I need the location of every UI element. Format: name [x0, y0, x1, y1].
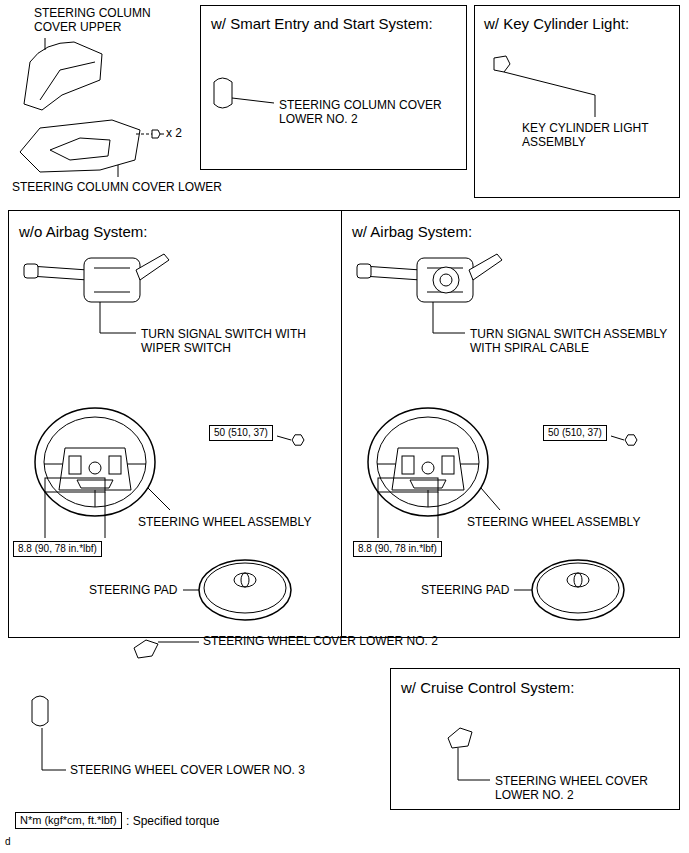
column-cover-lower	[20, 120, 140, 172]
turn-signal-switch	[357, 254, 502, 302]
torque-value: 8.8 (90, 78 in.*lbf)	[18, 543, 97, 555]
leader-line	[100, 302, 136, 333]
legend-torque-box: N*m (kgf*cm, ft.*lbf)	[15, 812, 122, 829]
spiral-cable	[440, 274, 452, 286]
screw	[152, 130, 160, 138]
torque-bracket	[438, 492, 439, 538]
condition-heading: w/ Smart Entry and Start System:	[211, 15, 433, 33]
leader-line	[481, 488, 500, 510]
part-name: STEERING COLUMN COVER UPPER	[34, 6, 174, 35]
leader-line	[504, 72, 595, 117]
screw-axis	[136, 134, 152, 135]
torque-box: 8.8 (90, 78 in.*lbf)	[13, 541, 102, 557]
part-name: STEERING COLUMN COVER LOWER	[12, 180, 222, 194]
condition-heading: w/ Airbag System:	[352, 223, 472, 241]
leader-line	[158, 642, 199, 643]
condition-panel: w/ Cruise Control System: STEERING WHEEL …	[390, 668, 680, 810]
torque-bracket	[45, 492, 46, 538]
condition-panel: w/ Smart Entry and Start System: STEERING…	[200, 5, 467, 170]
leader-line	[514, 590, 532, 591]
condition-heading: w/o Airbag System:	[19, 223, 147, 241]
steering-pad	[199, 560, 291, 620]
part-name: STEERING COLUMN COVER LOWER NO. 2	[279, 98, 461, 127]
part-name: STEERING PAD	[89, 583, 177, 597]
leader-line	[277, 436, 291, 440]
wheel-cover-lower-no2	[448, 728, 472, 748]
part-name: STEERING WHEEL ASSEMBLY	[138, 515, 311, 529]
screw-shank	[160, 134, 164, 135]
leader-line	[148, 488, 170, 510]
leader-line	[183, 590, 199, 591]
torque-value: 50 (510, 37)	[214, 427, 268, 439]
leader-line	[45, 38, 46, 50]
torque-bracket	[378, 492, 379, 538]
torque-bracket	[45, 478, 105, 492]
condition-heading: w/ Cruise Control System:	[401, 679, 574, 697]
cover-detail	[50, 138, 110, 160]
part-name: TURN SIGNAL SWITCH ASSEMBLY WITH SPIRAL …	[470, 327, 675, 356]
leader-line	[433, 302, 465, 333]
figure-code: d	[5, 836, 11, 848]
column-cover-upper	[24, 42, 102, 110]
key-cylinder-light	[494, 56, 510, 72]
torque-value: 8.8 (90, 78 in.*lbf)	[358, 543, 437, 555]
leader-line	[118, 165, 119, 177]
nut	[292, 435, 304, 445]
leader-line	[42, 728, 66, 770]
cover-detail	[40, 62, 95, 100]
torque-box: 8.8 (90, 78 in.*lbf)	[353, 541, 442, 557]
spiral-cable	[433, 267, 459, 293]
torque-unit: N*m (kgf*cm, ft.*lbf)	[20, 814, 117, 827]
condition-panel: w/ Airbag System: TURN SIGNAL SWITCH ASSE…	[341, 210, 680, 638]
part-name: TURN SIGNAL SWITCH WITH WIPER SWITCH	[141, 327, 336, 356]
leader-line	[611, 436, 624, 440]
torque-box: 50 (510, 37)	[543, 425, 607, 441]
part-name: STEERING WHEEL COVER LOWER NO. 2	[203, 634, 438, 648]
condition-panel: w/o Airbag System: TURN SIGNAL SWITCH WIT…	[8, 210, 342, 638]
leader-line	[458, 748, 490, 780]
torque-value: 50 (510, 37)	[548, 427, 602, 439]
steering-pad	[532, 560, 624, 620]
nut	[625, 435, 637, 445]
part-name: STEERING WHEEL COVER LOWER NO. 3	[70, 763, 305, 777]
leader-line	[232, 98, 274, 103]
steering-wheel	[35, 408, 155, 516]
part-name: STEERING PAD	[421, 583, 509, 597]
part-name: STEERING WHEEL COVER LOWER NO. 2	[495, 774, 670, 803]
cover-lower-no2	[214, 78, 232, 108]
turn-signal-switch	[24, 254, 169, 302]
torque-box: 50 (510, 37)	[209, 425, 273, 441]
condition-heading: w/ Key Cylinder Light:	[484, 15, 629, 33]
torque-bracket	[105, 492, 106, 538]
wheel-cover-lower-no3	[32, 696, 48, 726]
steering-wheel	[368, 408, 488, 516]
wheel-cover-lower-no2	[134, 640, 158, 658]
part-name: KEY CYLINDER LIGHT ASSEMBLY	[522, 121, 672, 150]
part-name: STEERING WHEEL ASSEMBLY	[467, 515, 640, 529]
torque-bracket	[378, 478, 438, 492]
legend-text: : Specified torque	[126, 814, 219, 828]
quantity-note: x 2	[166, 126, 182, 140]
condition-panel: w/ Key Cylinder Light: KEY CYLINDER LIGHT…	[474, 5, 680, 198]
